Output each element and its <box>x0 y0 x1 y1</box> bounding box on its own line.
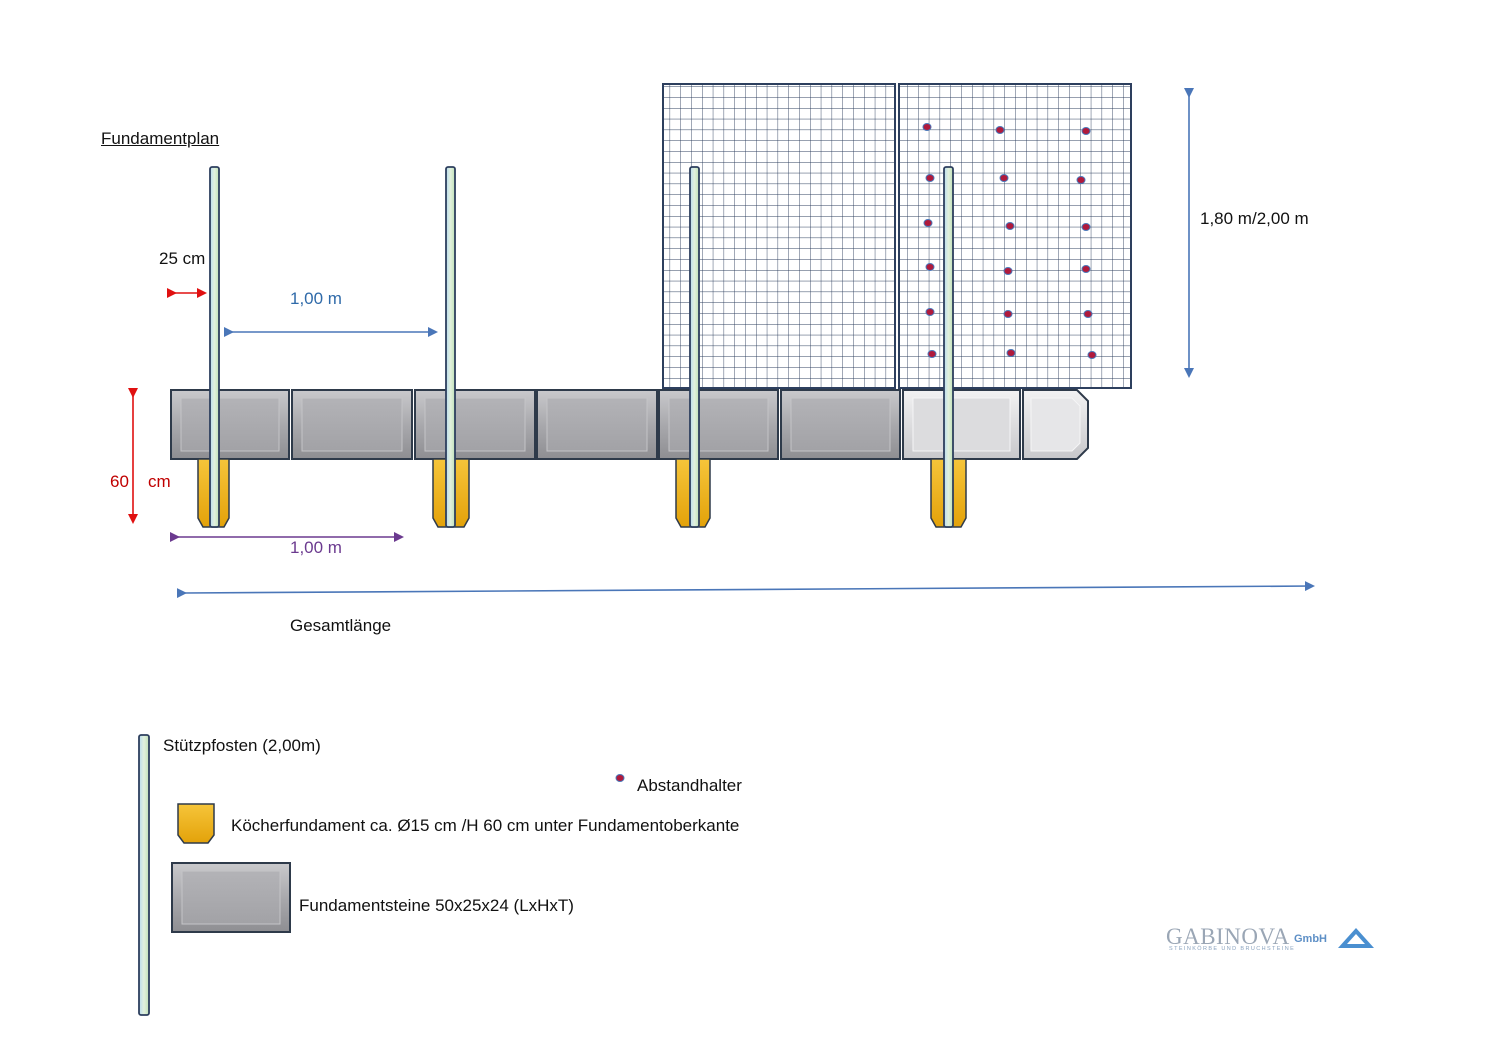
gabion-mesh-panels <box>662 83 1132 389</box>
spacer-dot <box>1003 267 1013 275</box>
spacer-dot <box>925 308 935 316</box>
spacer-dot <box>1081 127 1091 135</box>
spacer-dot <box>927 350 937 358</box>
support-post <box>943 166 954 528</box>
spacer-dot <box>1083 310 1093 318</box>
spacer-dot <box>1006 349 1016 357</box>
post-offset-label: 25 cm <box>159 249 206 268</box>
spacer-dot <box>1003 310 1013 318</box>
foundation-stone-end <box>1022 389 1089 460</box>
spacer-dot <box>999 174 1009 182</box>
legend-stones-label: Fundamentsteine 50x25x24 (LxHxT) <box>299 896 574 915</box>
spacer-dot <box>1081 265 1091 273</box>
legend-post-icon <box>138 734 150 1016</box>
spacer-dot <box>925 263 935 271</box>
sockets <box>197 458 967 528</box>
depth-value-label: 60 <box>110 472 129 491</box>
foundation-stone <box>780 389 901 460</box>
mesh-panel-right <box>898 83 1132 389</box>
post-spacing-label: 1,00 m <box>290 289 342 308</box>
mesh-panel-left <box>662 83 896 389</box>
spacer-dots <box>922 123 1097 359</box>
spacer-dot <box>1076 176 1086 184</box>
legend-post-label: Stützpfosten (2,00m) <box>163 736 321 755</box>
total-length-arrow <box>176 581 1315 599</box>
foundation-stone <box>414 389 536 460</box>
legend-symbols <box>138 734 625 1016</box>
support-posts <box>209 166 954 528</box>
fence-height-label: 1,80 m/2,00 m <box>1200 209 1309 228</box>
foundation-stones <box>170 389 1089 460</box>
foundation-stone <box>291 389 413 460</box>
stone-length-label: 1,00 m <box>290 538 342 557</box>
spacer-dot <box>923 219 933 227</box>
spacer-dot <box>925 174 935 182</box>
foundation-stone <box>658 389 779 460</box>
logo-name: GABINOVA <box>1166 924 1290 949</box>
company-logo: GABINOVA GmbH STEINKÖRBE UND BRUCHSTEINE <box>1166 924 1376 958</box>
legend-stone-icon <box>171 862 291 933</box>
legend-spacer-icon <box>615 774 625 782</box>
foundation-stone <box>536 389 658 460</box>
foundation-stone <box>902 389 1021 460</box>
spacer-dot <box>995 126 1005 134</box>
legend-spacer-label: Abstandhalter <box>637 776 742 795</box>
logo-tagline: STEINKÖRBE UND BRUCHSTEINE <box>1169 946 1296 952</box>
support-post <box>445 166 456 528</box>
support-post <box>689 166 700 528</box>
dimension-arrows <box>128 88 1315 599</box>
total-length-label: Gesamtlänge <box>290 616 392 635</box>
foundation-stone <box>170 389 290 460</box>
logo-mark-icon <box>1338 928 1374 948</box>
depth-unit-label: cm <box>148 472 171 491</box>
legend-socket-icon <box>177 803 215 844</box>
spacer-dot <box>1005 222 1015 230</box>
legend-socket-label: Köcherfundament ca. Ø15 cm /H 60 cm unte… <box>231 816 740 835</box>
logo-suffix: GmbH <box>1294 933 1327 945</box>
diagram-title: Fundamentplan <box>101 129 220 148</box>
spacer-dot <box>1081 223 1091 231</box>
spacer-dot <box>922 123 932 131</box>
spacer-dot <box>1087 351 1097 359</box>
support-post <box>209 166 220 528</box>
